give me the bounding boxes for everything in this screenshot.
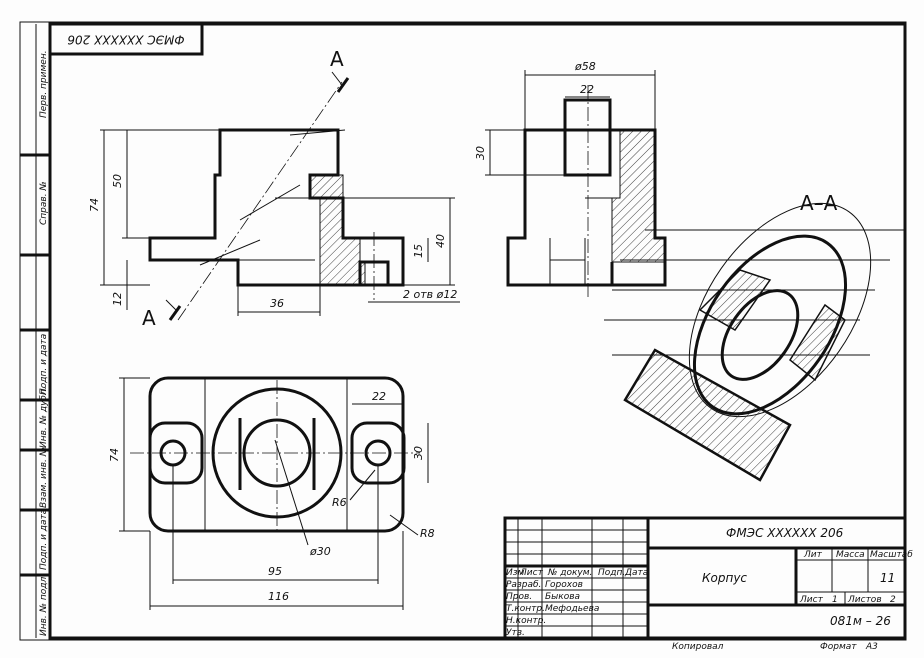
dim-30-side: 30 xyxy=(474,146,487,160)
dim-58: ø58 xyxy=(574,60,596,73)
col-lit: Лит xyxy=(803,550,823,560)
left-strip: Перв. примен. Справ. № Подп. и дата Инв.… xyxy=(20,24,50,638)
dim-12: 12 xyxy=(111,292,124,306)
section-aa: A–A xyxy=(604,191,905,482)
part-name: Корпус xyxy=(702,571,747,585)
strip-label-4: Инв. № дубл. xyxy=(39,386,49,448)
inner-frame xyxy=(48,22,907,640)
strip-label-3: Подп. и дата xyxy=(39,334,49,395)
strip-label-6: Подп. и дата xyxy=(39,509,49,570)
front-view: A A 74 50 12 36 40 15 2 отв ø12 xyxy=(88,47,460,330)
scale-value: 11 xyxy=(880,571,895,585)
format-value: А3 xyxy=(865,642,878,652)
strip-label-1: Перв. примен. xyxy=(39,50,49,118)
designation-box xyxy=(48,22,204,56)
dim-30-dia: ø30 xyxy=(309,545,331,558)
dim-22-plan: 22 xyxy=(372,390,386,403)
col-mass: Масса xyxy=(836,550,865,560)
section-mark-top: A xyxy=(330,47,344,71)
person-3: Мефодьева xyxy=(545,604,599,614)
strip-label-5: Взам. инв. № xyxy=(39,447,49,508)
dim-r8: R8 xyxy=(420,527,435,540)
rev-col-2: Лист xyxy=(519,568,544,578)
copied-label: Копировал xyxy=(672,642,724,652)
role-1: Разраб. xyxy=(506,580,541,590)
dim-holes: 2 отв ø12 xyxy=(403,288,457,301)
col-scale: Масштаб xyxy=(870,550,913,560)
person-1: Горохов xyxy=(545,580,583,590)
dim-15: 15 xyxy=(412,244,425,258)
rev-col-4: Подп. xyxy=(598,568,625,578)
format-label: Формат xyxy=(820,642,857,652)
rev-col-5: Дата xyxy=(624,568,648,578)
drawing-code: 081м – 26 xyxy=(830,614,891,628)
dim-74-front: 74 xyxy=(88,198,101,212)
role-2: Пров. xyxy=(506,592,532,602)
dim-30-plan: 30 xyxy=(412,446,425,460)
rev-col-1: Изм xyxy=(506,568,525,578)
sheet-label: Лист xyxy=(799,595,824,605)
dim-40: 40 xyxy=(434,234,447,248)
strip-label-2: Справ. № xyxy=(39,181,49,225)
title-block: ФМЭС XXXXXX 206 Корпус 081м – 26 Лит Мас… xyxy=(503,516,913,652)
designation: ФМЭС XXXXXX 206 xyxy=(726,526,844,540)
strip-label-7: Инв. № подл. xyxy=(39,574,49,636)
sheet-number: 1 xyxy=(832,595,838,605)
role-4: Н.контр. xyxy=(506,616,546,626)
dim-r6: R6 xyxy=(332,496,347,509)
dim-22-top: 22 xyxy=(580,83,594,96)
role-3: Т.контр. xyxy=(506,604,545,614)
person-2: Быкова xyxy=(545,592,580,602)
dim-95: 95 xyxy=(268,565,282,578)
role-5: Утв. xyxy=(506,628,525,638)
dim-36: 36 xyxy=(270,297,284,310)
section-mark-bottom: A xyxy=(142,306,156,330)
designation-rotated: ФМЭС XXXXXX 206 xyxy=(67,33,185,47)
sheets-label: Листов xyxy=(847,595,882,605)
sheets-count: 2 xyxy=(890,595,896,605)
rev-col-3: № докум. xyxy=(547,568,592,578)
dim-74-plan: 74 xyxy=(108,448,121,462)
dim-50: 50 xyxy=(111,174,124,188)
plan-view: 74 22 30 R6 R8 ø30 95 116 xyxy=(108,376,435,610)
side-view: ø58 22 30 xyxy=(474,60,667,300)
dim-116: 116 xyxy=(268,590,289,603)
